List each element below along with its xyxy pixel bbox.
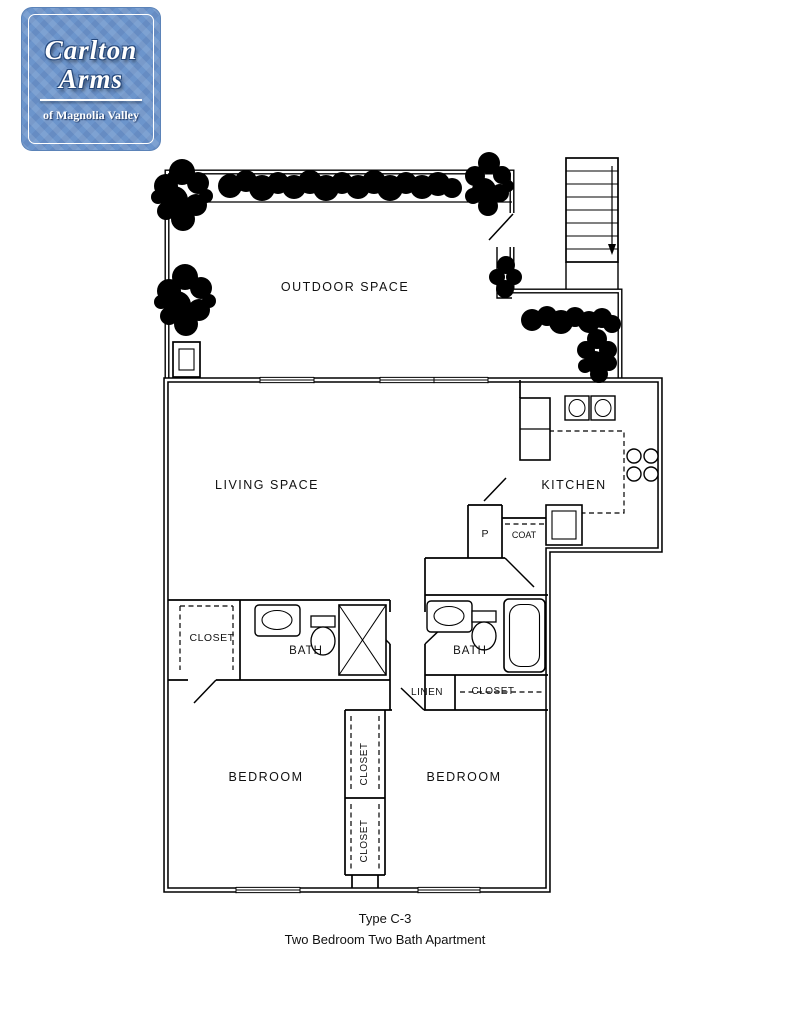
label-kitchen: KITCHEN (541, 478, 606, 492)
outdoor-walls (164, 169, 623, 380)
caption-type: Type C-3 (358, 911, 412, 926)
room-labels: OUTDOOR SPACE LIVING SPACE KITCHEN P COA… (189, 280, 606, 863)
logo-border: Carlton Arms of Magnolia Valley (28, 14, 154, 144)
kitchen-fixtures (519, 395, 659, 546)
door-leaves (193, 213, 535, 711)
stove-icon (626, 448, 659, 482)
label-bedroom-left: BEDROOM (228, 770, 303, 784)
windows (235, 376, 489, 894)
logo-name-line2: Arms (58, 63, 124, 94)
interior-walls (168, 380, 548, 888)
shrub-icon (577, 329, 617, 383)
label-bath-right: BATH (453, 645, 487, 657)
label-bedroom-right: BEDROOM (426, 770, 501, 784)
kitchen-sink-icon (564, 395, 616, 421)
logo-name-line1: Carlton (44, 34, 138, 65)
toilet-icon (471, 610, 497, 651)
shower-icon (338, 604, 387, 676)
landscaping (151, 152, 621, 383)
shrub-icon (489, 256, 522, 298)
label-linen: LINEN (411, 687, 443, 698)
label-closet-mid-lower: CLOSET (359, 819, 370, 862)
logo-subtitle: of Magnolia Valley (42, 107, 139, 122)
hedge-icon (218, 170, 462, 201)
bath-right-fixtures (426, 598, 546, 673)
carlton-arms-logo: Carlton Arms of Magnolia Valley (22, 8, 160, 150)
label-pantry: P (481, 528, 488, 540)
caption-description: Two Bedroom Two Bath Apartment (284, 932, 486, 947)
outdoor-utility-box (172, 341, 201, 378)
floorplan-caption: Type C-3 Two Bedroom Two Bath Apartment (165, 908, 605, 950)
label-bath-left: BATH (289, 645, 323, 657)
label-living-space: LIVING SPACE (215, 478, 319, 492)
label-closet-left: CLOSET (189, 632, 234, 644)
label-outdoor-space: OUTDOOR SPACE (281, 280, 409, 294)
bathtub-icon (503, 598, 546, 673)
tree-icon (465, 152, 514, 216)
toilet-icon (310, 615, 336, 656)
bath-left-fixtures (254, 604, 387, 676)
label-closet-right: CLOSET (471, 686, 514, 697)
tree-icon (154, 264, 216, 336)
logo-divider (40, 98, 142, 101)
stairs-icon (565, 157, 619, 289)
label-coat: COAT (512, 530, 537, 540)
unit-perimeter-walls (163, 377, 663, 893)
hedge-icon (521, 306, 621, 334)
dashed-shelves-counters (179, 430, 625, 870)
tree-icon (151, 159, 213, 231)
label-closet-mid-upper: CLOSET (359, 742, 370, 785)
oven-icon (545, 504, 583, 546)
